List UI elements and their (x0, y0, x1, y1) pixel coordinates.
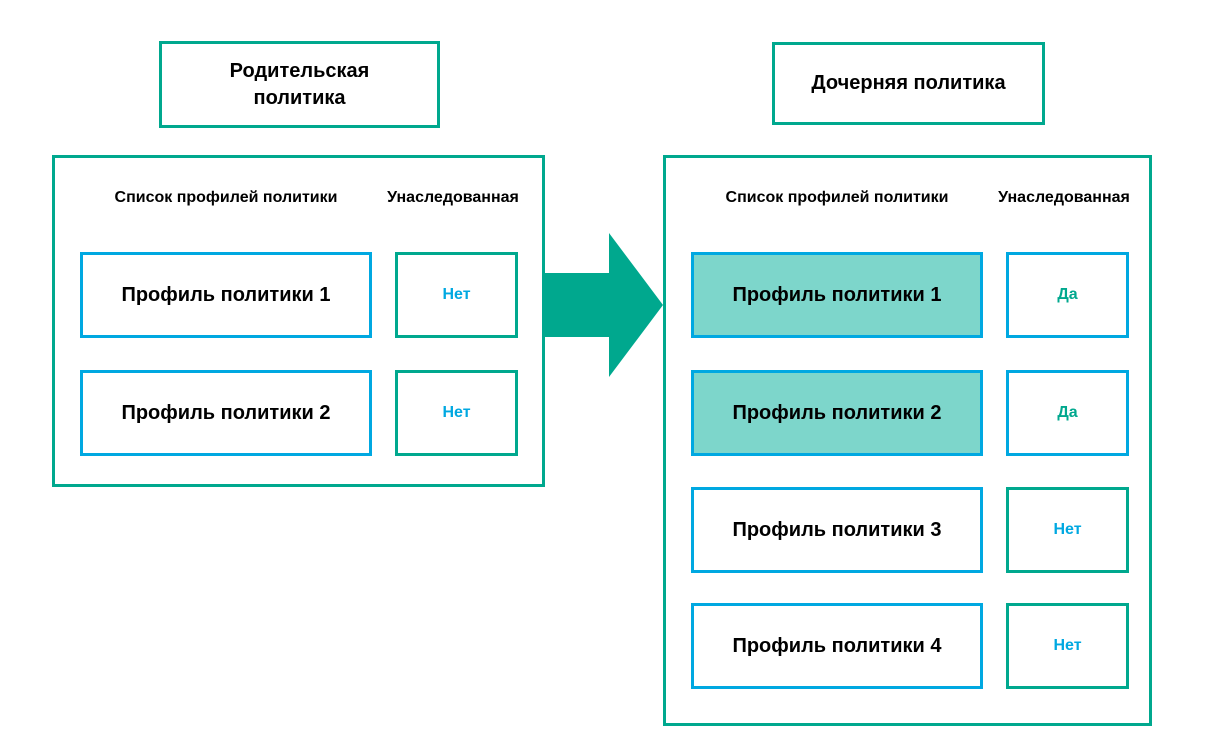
child-policy-title: Дочерняя политика (811, 72, 1006, 94)
policy-profile-label: Профиль политики 3 (732, 518, 942, 541)
inherited-flag-value: Нет (442, 286, 471, 303)
inherited-flag-box: Нет (1006, 487, 1129, 573)
policy-profile-label: Профиль политики 4 (732, 634, 942, 657)
inherited-flag-box: Да (1006, 370, 1129, 456)
child-column-header-profiles: Список профилей политики (725, 189, 949, 206)
policy-profile-row: Профиль политики 4 Нет (691, 603, 1129, 689)
policy-profile-row: Профиль политики 1 Да (691, 252, 1129, 338)
policy-profile-label: Профиль политики 1 (121, 283, 331, 306)
child-policy-panel: Список профилей политики Унаследованная … (663, 155, 1152, 726)
inherited-flag-box: Да (1006, 252, 1129, 338)
policy-profile-row: Профиль политики 1 Нет (80, 252, 518, 338)
inherited-flag-value: Нет (442, 404, 471, 421)
inherited-flag-value: Да (1057, 286, 1078, 303)
policy-profile-box: Профиль политики 1 (80, 252, 372, 338)
policy-profile-box: Профиль политики 1 (691, 252, 983, 338)
policy-profile-box: Профиль политики 2 (80, 370, 372, 456)
parent-policy-title-box: Родительская политика (159, 41, 440, 128)
policy-profile-box: Профиль политики 3 (691, 487, 983, 573)
policy-profile-label: Профиль политики 2 (732, 401, 942, 424)
inherited-flag-box: Нет (395, 370, 518, 456)
parent-policy-panel: Список профилей политики Унаследованная … (52, 155, 545, 487)
inherited-flag-value: Нет (1053, 521, 1082, 538)
parent-policy-title: Родительская политика (229, 59, 370, 109)
parent-column-header-profiles: Список профилей политики (114, 189, 338, 206)
policy-profile-box: Профиль политики 2 (691, 370, 983, 456)
child-column-header-inherited: Унаследованная (998, 189, 1130, 206)
policy-profile-row: Профиль политики 2 Да (691, 370, 1129, 456)
policy-profile-label: Профиль политики 2 (121, 401, 331, 424)
inherited-flag-value: Да (1057, 404, 1078, 421)
parent-column-header-inherited: Унаследованная (387, 189, 519, 206)
inherited-flag-value: Нет (1053, 637, 1082, 654)
child-policy-title-box: Дочерняя политика (772, 42, 1045, 125)
policy-profile-box: Профиль политики 4 (691, 603, 983, 689)
policy-profile-label: Профиль политики 1 (732, 283, 942, 306)
inherited-flag-box: Нет (1006, 603, 1129, 689)
policy-profile-row: Профиль политики 2 Нет (80, 370, 518, 456)
inheritance-arrow-icon (545, 233, 663, 377)
inherited-flag-box: Нет (395, 252, 518, 338)
policy-profile-row: Профиль политики 3 Нет (691, 487, 1129, 573)
